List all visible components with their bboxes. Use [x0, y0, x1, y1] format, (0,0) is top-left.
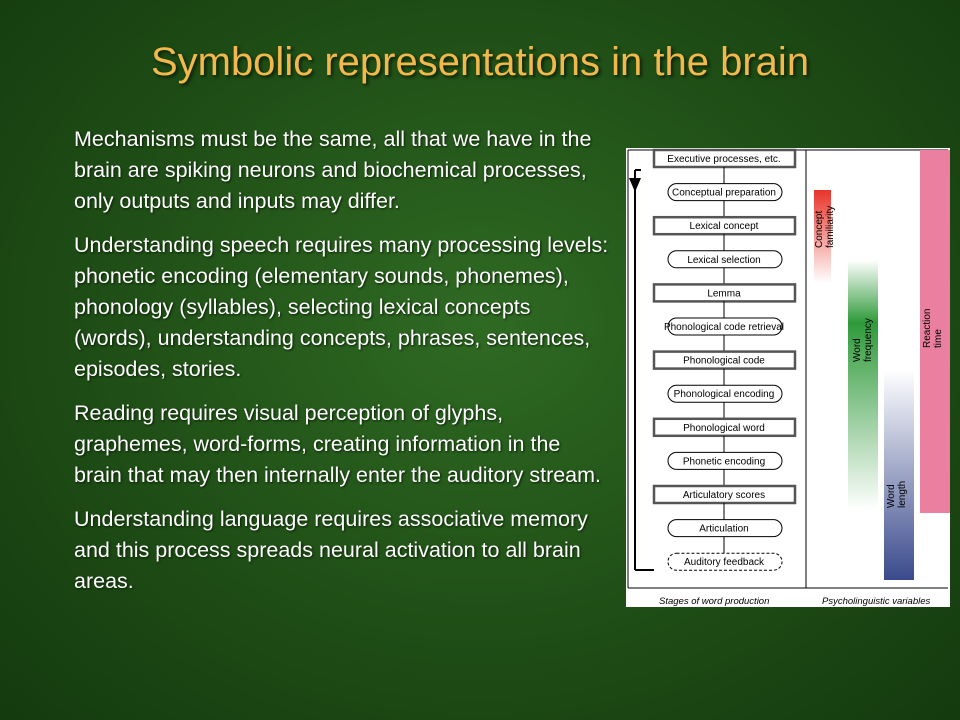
stage-label: Articulatory scores — [683, 490, 765, 501]
stage-output-box — [667, 317, 783, 336]
stage-label: Executive processes, etc. — [667, 154, 780, 165]
paragraph-speech: Understanding speech requires many proce… — [74, 233, 609, 381]
stage-11: Articulation — [667, 519, 783, 554]
stage-3: Lexical selection — [667, 250, 783, 285]
stage-output-box — [667, 384, 783, 403]
diagram-svg: Executive processes, etc. Conceptual prep… — [627, 148, 950, 607]
stage-1: Conceptual preparation — [667, 183, 783, 218]
word-length-label: Word length — [886, 481, 908, 508]
stage-label: Conceptual preparation — [672, 188, 776, 199]
word-frequency-label: Word frequency — [852, 318, 874, 362]
paragraph-reading: Reading requires visual perception of gl… — [74, 401, 602, 487]
word-length-line2: length — [897, 481, 908, 508]
paragraph-language: Understanding language requires associat… — [74, 507, 588, 593]
stage-label: Phonological code retrieval — [664, 322, 784, 333]
stage-label: Auditory feedback — [684, 557, 765, 568]
caption-variables: Psycholinguistic variables — [822, 596, 930, 607]
word-length-bar — [884, 370, 914, 580]
stage-output-box — [667, 451, 783, 470]
word-production-diagram: Executive processes, etc. Conceptual prep… — [626, 148, 950, 607]
stage-label: Lexical selection — [687, 255, 760, 266]
stage-label: Lemma — [707, 288, 741, 299]
stage-label: Phonological code — [683, 356, 765, 367]
body-text: Mechanisms must be the same, all that we… — [74, 124, 614, 610]
stage-5: Phonological code retrieval — [664, 317, 784, 352]
stage-10: Articulatory scores — [652, 484, 797, 520]
stage-label: Lexical concept — [690, 221, 759, 232]
stage-label: Phonetic encoding — [683, 456, 765, 467]
caption-stages: Stages of word production — [659, 596, 769, 607]
reaction-time-line2: time — [933, 329, 944, 348]
feedback-arrowhead — [629, 178, 641, 192]
stage-8: Phonological word — [652, 417, 797, 453]
stage-0: Executive processes, etc. — [652, 148, 797, 184]
reaction-time-label: Reaction time — [922, 306, 944, 348]
stage-output-box — [667, 519, 783, 538]
reaction-time-bar — [920, 150, 950, 513]
reaction-time-line1: Reaction — [922, 309, 933, 348]
concept-familiarity-line2: familiarity — [825, 206, 836, 248]
word-length-line1: Word — [886, 484, 897, 508]
stage-label: Phonological word — [683, 423, 765, 434]
stage-12: Auditory feedback — [667, 552, 783, 571]
stage-list: Executive processes, etc. Conceptual prep… — [652, 148, 797, 571]
paragraph-mechanisms: Mechanisms must be the same, all that we… — [74, 127, 592, 213]
stage-output-box — [667, 552, 783, 571]
stage-output-box — [667, 183, 783, 202]
word-frequency-bar — [848, 260, 878, 510]
stage-7: Phonological encoding — [667, 384, 783, 419]
word-frequency-line1: Word — [852, 338, 863, 362]
stage-output-box — [667, 250, 783, 269]
stage-label: Phonological encoding — [674, 389, 775, 400]
stage-6: Phonological code — [652, 350, 797, 386]
concept-familiarity-line1: Concept — [814, 211, 825, 248]
slide-title: Symbolic representations in the brain — [150, 40, 810, 84]
stage-label: Articulation — [699, 524, 748, 535]
concept-familiarity-label: Concept familiarity — [814, 206, 836, 248]
stage-4: Lemma — [652, 283, 797, 318]
stage-2: Lexical concept — [652, 215, 797, 251]
concept-familiarity-bar — [814, 190, 831, 283]
stage-9: Phonetic encoding — [667, 451, 783, 486]
word-frequency-line2: frequency — [863, 318, 874, 362]
